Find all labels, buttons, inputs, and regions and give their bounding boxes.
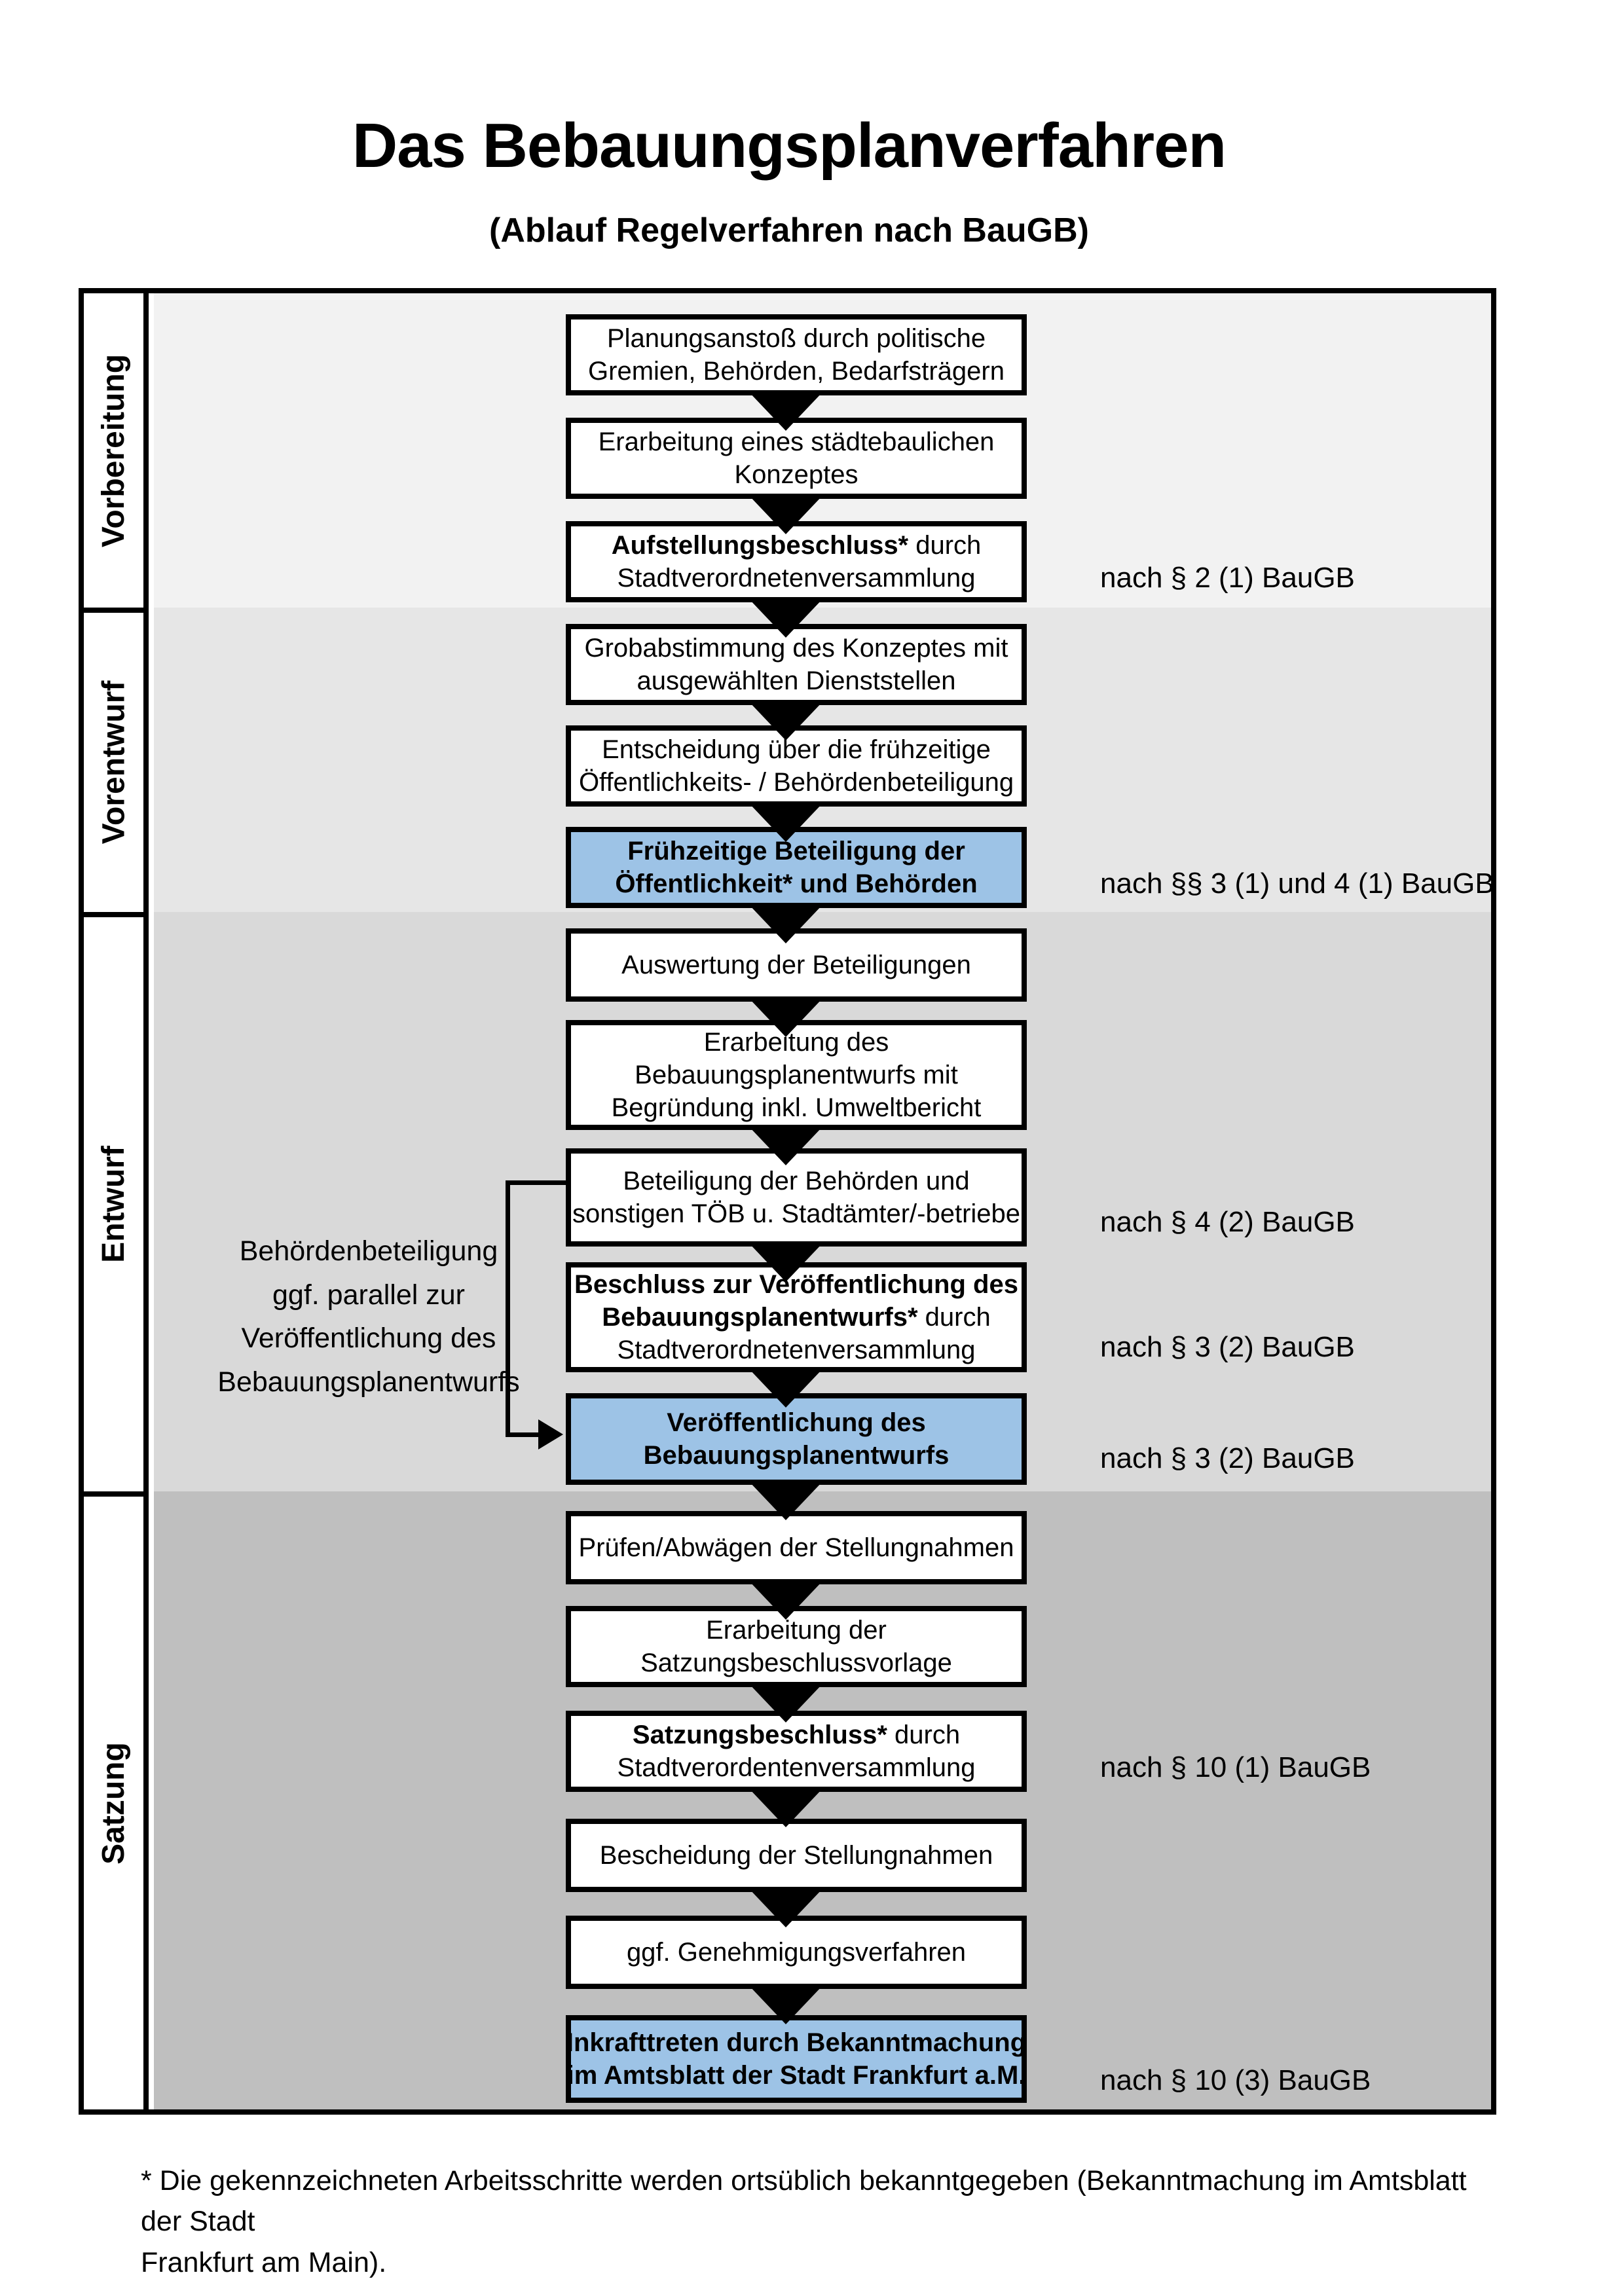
connector-line [506, 1432, 540, 1437]
legal-ref-satzungsbeschluss: nach § 10 (1) BauGB [1100, 1751, 1371, 1783]
side-note: Behördenbeteiligung ggf. parallel zur Ve… [195, 1230, 542, 1404]
page-title: Das Bebauungsplanverfahren [352, 111, 1227, 181]
phase-label-text: Vorbereitung [96, 354, 131, 547]
down-arrow-icon [748, 1368, 823, 1408]
down-arrow-icon [748, 495, 823, 534]
down-arrow-icon [748, 998, 823, 1037]
down-arrow-icon [748, 1126, 823, 1165]
down-arrow-icon [748, 1481, 823, 1520]
connector-line [506, 1180, 566, 1185]
down-arrow-icon [748, 1888, 823, 1927]
phase-label-entwurf: Entwurf [84, 912, 149, 1491]
legal-ref-beschluss-veroeffentlichung: nach § 3 (2) BauGB [1100, 1331, 1355, 1363]
side-note-line: Behördenbeteiligung [239, 1235, 498, 1267]
phase-label-satzung: Satzung [84, 1491, 149, 2109]
connector-arrowhead-icon [538, 1419, 563, 1449]
process-table: Vorbereitung Vorentwurf Entwurf Satzung … [79, 288, 1496, 2115]
footnote: * Die gekennzeichneten Arbeitsschritte w… [141, 2160, 1503, 2283]
phase-label-text: Vorentwurf [96, 680, 131, 845]
flow-box-auswertung: Auswertung der Beteiligungen [566, 928, 1027, 1002]
phase-label-column: Vorbereitung Vorentwurf Entwurf Satzung [84, 293, 154, 2109]
side-note-line: ggf. parallel zur [272, 1279, 465, 1311]
phase-label-text: Entwurf [96, 1146, 132, 1263]
connector-line [506, 1180, 510, 1437]
flow-box-bescheidung: Bescheidung der Stellungnahmen [566, 1819, 1027, 1892]
page-subtitle: (Ablauf Regelverfahren nach BauGB) [489, 211, 1089, 249]
flow-box-pruefen-abwaegen: Prüfen/Abwägen der Stellungnahmen [566, 1511, 1027, 1584]
legal-ref-inkrafttreten: nach § 10 (3) BauGB [1100, 2064, 1371, 2096]
down-arrow-icon [748, 1788, 823, 1827]
side-note-line: Veröffentlichung des [241, 1322, 496, 1355]
phase-label-vorbereitung: Vorbereitung [84, 293, 149, 608]
down-arrow-icon [748, 1580, 823, 1620]
down-arrow-icon [748, 1243, 823, 1282]
legal-ref-veroeffentlichung: nach § 3 (2) BauGB [1100, 1442, 1355, 1474]
down-arrow-icon [748, 701, 823, 740]
down-arrow-icon [748, 392, 823, 431]
footnote-line: Frankfurt am Main). [141, 2246, 387, 2278]
down-arrow-icon [748, 1683, 823, 1722]
legal-ref-fruehzeitige-beteiligung: nach §§ 3 (1) und 4 (1) BauGB [1100, 867, 1494, 900]
legal-ref-beteiligung-behoerden: nach § 4 (2) BauGB [1100, 1206, 1355, 1238]
down-arrow-icon [748, 803, 823, 842]
down-arrow-icon [748, 1985, 823, 2024]
down-arrow-icon [748, 598, 823, 638]
down-arrow-icon [748, 904, 823, 943]
footnote-line: * Die gekennzeichneten Arbeitsschritte w… [141, 2165, 1467, 2238]
side-note-line: Bebauungsplanentwurfs [217, 1366, 520, 1398]
phase-label-text: Satzung [96, 1741, 131, 1865]
legal-ref-aufstellungsbeschluss: nach § 2 (1) BauGB [1100, 562, 1355, 594]
phase-label-vorentwurf: Vorentwurf [84, 608, 149, 912]
